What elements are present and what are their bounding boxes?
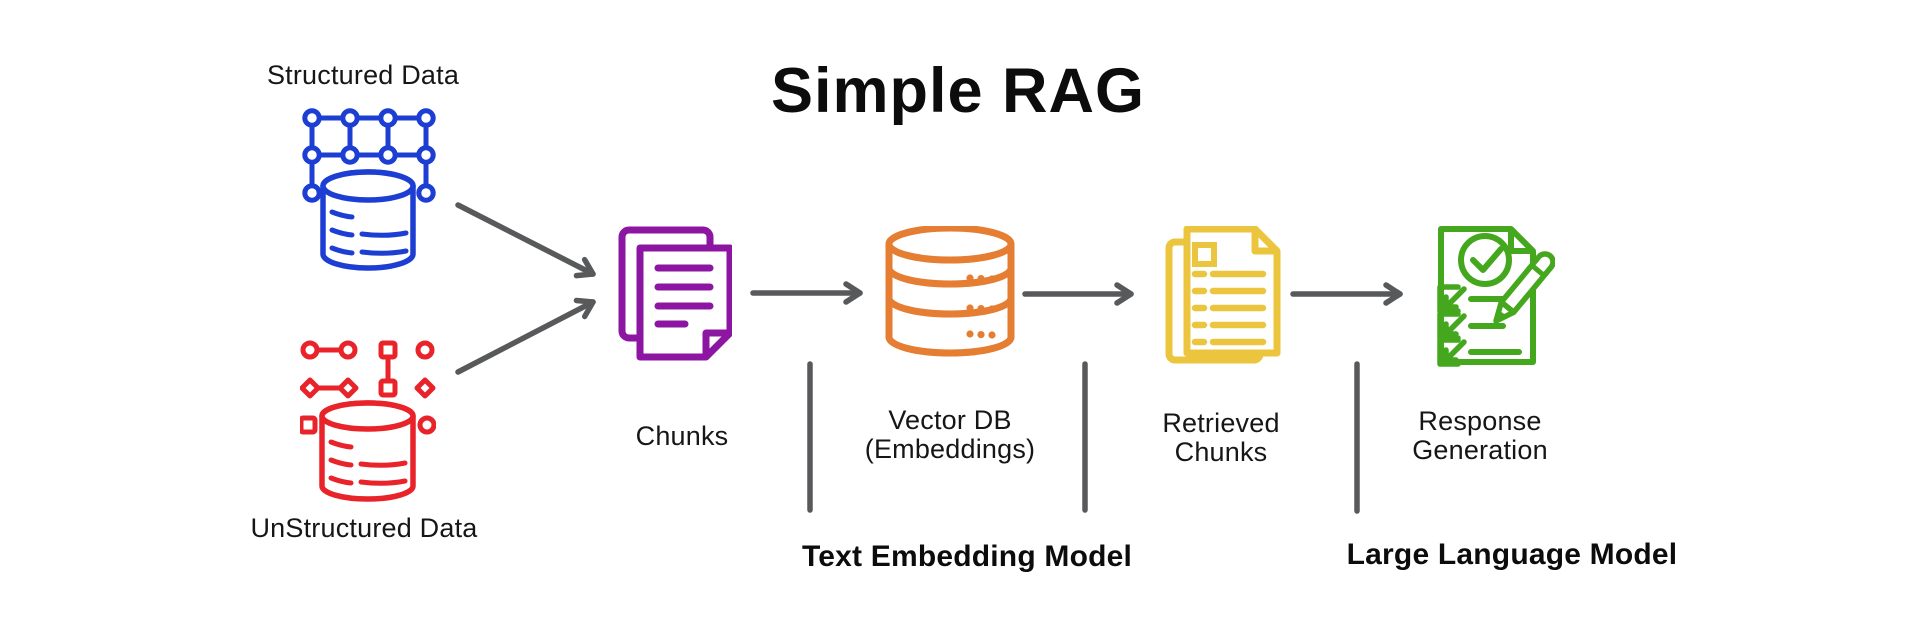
chunks-label: Chunks bbox=[635, 421, 729, 451]
response-generation-label: Response Generation bbox=[1380, 407, 1580, 465]
response-generation-label-line1: Response bbox=[1418, 406, 1542, 436]
response-generation-label-line2: Generation bbox=[1412, 435, 1548, 465]
arrow-structured-to-chunks bbox=[455, 202, 596, 279]
unstructured-data-label: UnStructured Data bbox=[250, 513, 478, 543]
diagram-title: Simple RAG bbox=[770, 56, 1146, 126]
vector-db-icon bbox=[885, 226, 1015, 357]
large-language-model-label: Large Language Model bbox=[1346, 538, 1678, 571]
vector-db-label-line1: Vector DB bbox=[888, 405, 1012, 435]
chunks-documents-icon bbox=[618, 226, 732, 361]
arrow-unstructured-to-chunks bbox=[455, 297, 596, 375]
vector-db-label-line2: (Embeddings) bbox=[864, 434, 1036, 464]
retrieved-chunks-label: Retrieved Chunks bbox=[1121, 409, 1321, 467]
retrieved-chunks-label-line2: Chunks bbox=[1174, 437, 1268, 467]
vector-db-label: Vector DB (Embeddings) bbox=[850, 406, 1050, 464]
structured-data-label: Structured Data bbox=[266, 60, 460, 90]
text-embedding-model-label: Text Embedding Model bbox=[801, 540, 1133, 573]
retrieved-chunks-icon bbox=[1165, 226, 1281, 364]
response-generation-icon bbox=[1437, 226, 1555, 367]
unstructured-data-icon bbox=[300, 340, 436, 502]
retrieved-chunks-label-line1: Retrieved bbox=[1162, 408, 1280, 438]
structured-data-icon bbox=[302, 108, 436, 271]
